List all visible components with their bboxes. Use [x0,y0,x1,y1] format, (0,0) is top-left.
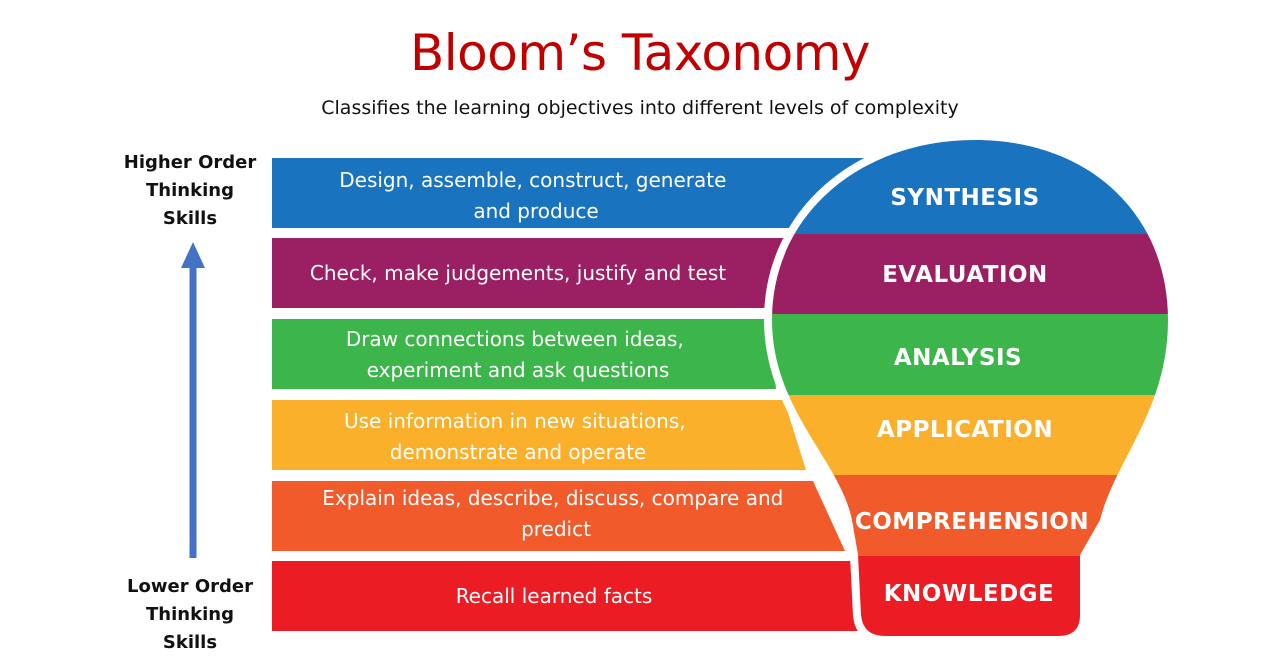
level-evaluation: EVALUATION [882,262,1048,288]
description-bands [272,158,890,631]
desc-comprehension: Explain ideas, describe, discuss, compar… [322,486,789,541]
page-title: Bloom’s Taxonomy [409,24,871,82]
bulb-layer-evaluation [772,234,1168,314]
band-analysis [272,319,776,389]
band-comprehension [272,481,845,551]
desc-knowledge: Recall learned facts [456,584,653,608]
level-comprehension: COMPREHENSION [855,509,1089,535]
band-synthesis [272,158,890,228]
lower-order-label: Lower Order Thinking Skills [127,576,253,653]
bulb-layer-application [772,395,1168,475]
band-application [272,400,806,470]
desc-analysis: Draw connections between ideas, experime… [346,327,690,382]
desc-evaluation: Check, make judgements, justify and test [310,261,726,285]
higher-order-label: Higher Order Thinking Skills [123,152,257,229]
band-evaluation [272,238,790,308]
desc-application: Use information in new situations, demon… [344,409,692,464]
page-subtitle: Classifies the learning objectives into … [321,97,959,119]
band-knowledge [272,561,858,631]
bulb-layer-analysis [772,314,1168,395]
level-synthesis: SYNTHESIS [890,185,1039,211]
desc-synthesis: Design, assemble, construct, generate an… [339,168,733,223]
order-arrow-head [181,242,205,268]
level-knowledge: KNOWLEDGE [884,581,1055,607]
level-application: APPLICATION [877,417,1053,443]
level-analysis: ANALYSIS [894,345,1022,371]
